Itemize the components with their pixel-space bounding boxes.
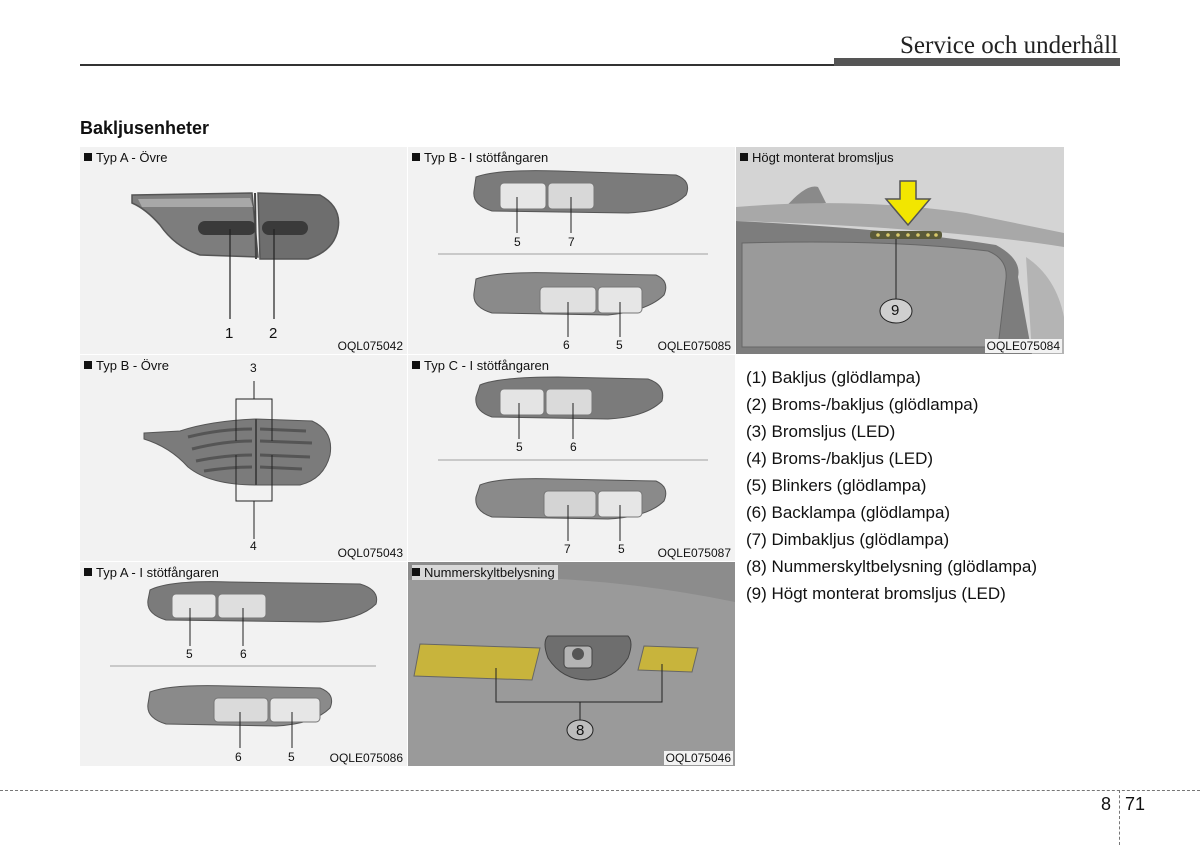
- figure-code: OQLE075087: [655, 546, 733, 560]
- header-rule: [80, 64, 840, 66]
- figure-code: OQL075043: [335, 546, 405, 560]
- callout-5: 5: [514, 235, 521, 249]
- legend-item: (7) Dimbakljus (glödlampa): [746, 530, 950, 549]
- callout-5: 5: [618, 542, 625, 556]
- callout-5: 5: [516, 440, 523, 454]
- legend-item: (1) Bakljus (glödlampa): [746, 368, 921, 387]
- callout-6: 6: [235, 750, 242, 764]
- bumper-lamp-typ-b-illustration: [438, 170, 708, 337]
- section-heading: Bakljusenheter: [80, 118, 210, 138]
- figure-nummerskylt: Nummerskyltbelysning 8 OQL075046: [408, 562, 735, 766]
- callout-5: 5: [186, 647, 193, 661]
- callout-8: 8: [576, 722, 585, 739]
- legend-item: (2) Broms-/bakljus (glödlampa): [746, 395, 979, 414]
- figure-code: OQLE075084: [984, 339, 1062, 353]
- figure-hogt-bromsljus: Högt monterat bromsljus 9 OQLE075084: [736, 147, 1064, 354]
- panel-label: Typ A - I stötfångaren: [84, 565, 219, 580]
- panel-label: Typ C - I stötfångaren: [412, 358, 549, 373]
- legend-item: (9) Högt monterat bromsljus (LED): [746, 584, 1006, 603]
- figure-code: OQL075042: [335, 339, 405, 353]
- chapter-number: 8: [1101, 794, 1112, 814]
- callout-4: 4: [250, 539, 257, 553]
- callout-6: 6: [570, 440, 577, 454]
- figure-code: OQLE075085: [655, 339, 733, 353]
- callout-2: 2: [269, 325, 278, 342]
- footer-vertical-divider: [1119, 790, 1120, 845]
- panel-label: Typ B - I stötfångaren: [412, 150, 548, 165]
- footer-divider: [0, 790, 1200, 791]
- license-plate-light-illustration: [408, 562, 735, 766]
- figure-code: OQL075046: [663, 751, 733, 765]
- legend-item: (5) Blinkers (glödlampa): [746, 476, 927, 495]
- running-header-title: Service och underhåll: [900, 32, 1118, 59]
- panel-label: Högt monterat bromsljus: [740, 150, 894, 165]
- tail-lamp-typ-b-upper-illustration: [143, 381, 332, 539]
- callout-1: 1: [225, 325, 234, 342]
- figure-typ-c-stotfangaren: Typ C - I stötfångaren 5 6 7 5 OQLE07508…: [408, 355, 735, 561]
- legend-item: (8) Nummerskyltbelysning (glödlampa): [746, 557, 1037, 576]
- tail-lamp-typ-a-upper-illustration: [131, 192, 340, 319]
- bumper-lamp-typ-a-illustration: [110, 581, 378, 748]
- callout-6: 6: [563, 338, 570, 352]
- callout-7: 7: [564, 542, 571, 556]
- page-number: 71: [1125, 794, 1146, 814]
- legend-item: (3) Bromsljus (LED): [746, 422, 896, 441]
- figure-typ-a-ovre: Typ A - Övre 1 2 OQL075042: [80, 147, 407, 354]
- callout-5: 5: [288, 750, 295, 764]
- figure-typ-b-ovre: Typ B - Övre 3 4 OQL075043: [80, 355, 407, 561]
- legend-list: (1) Bakljus (glödlampa) (2) Broms-/baklj…: [746, 364, 1037, 607]
- panel-label: Typ B - Övre: [84, 358, 169, 373]
- high-mount-brake-light-illustration: [736, 147, 1064, 354]
- figure-typ-b-stotfangaren: Typ B - I stötfångaren 5 7 6 5 OQLE07508…: [408, 147, 735, 354]
- header-rule-thick: [834, 58, 1120, 66]
- figure-code: OQLE075086: [327, 751, 405, 765]
- panel-label: Nummerskyltbelysning: [412, 565, 558, 580]
- callout-3: 3: [250, 361, 257, 375]
- yellow-arrow-icon: [884, 180, 932, 227]
- callout-7: 7: [568, 235, 575, 249]
- figure-typ-a-stotfangaren: Typ A - I stötfångaren 5 6 6 5 OQLE07508…: [80, 562, 407, 766]
- callout-6: 6: [240, 647, 247, 661]
- legend-item: (6) Backlampa (glödlampa): [746, 503, 951, 522]
- callout-5: 5: [616, 338, 623, 352]
- panel-label: Typ A - Övre: [84, 150, 168, 165]
- legend-item: (4) Broms-/bakljus (LED): [746, 449, 934, 468]
- bumper-lamp-typ-c-illustration: [438, 376, 708, 541]
- callout-9: 9: [891, 302, 900, 319]
